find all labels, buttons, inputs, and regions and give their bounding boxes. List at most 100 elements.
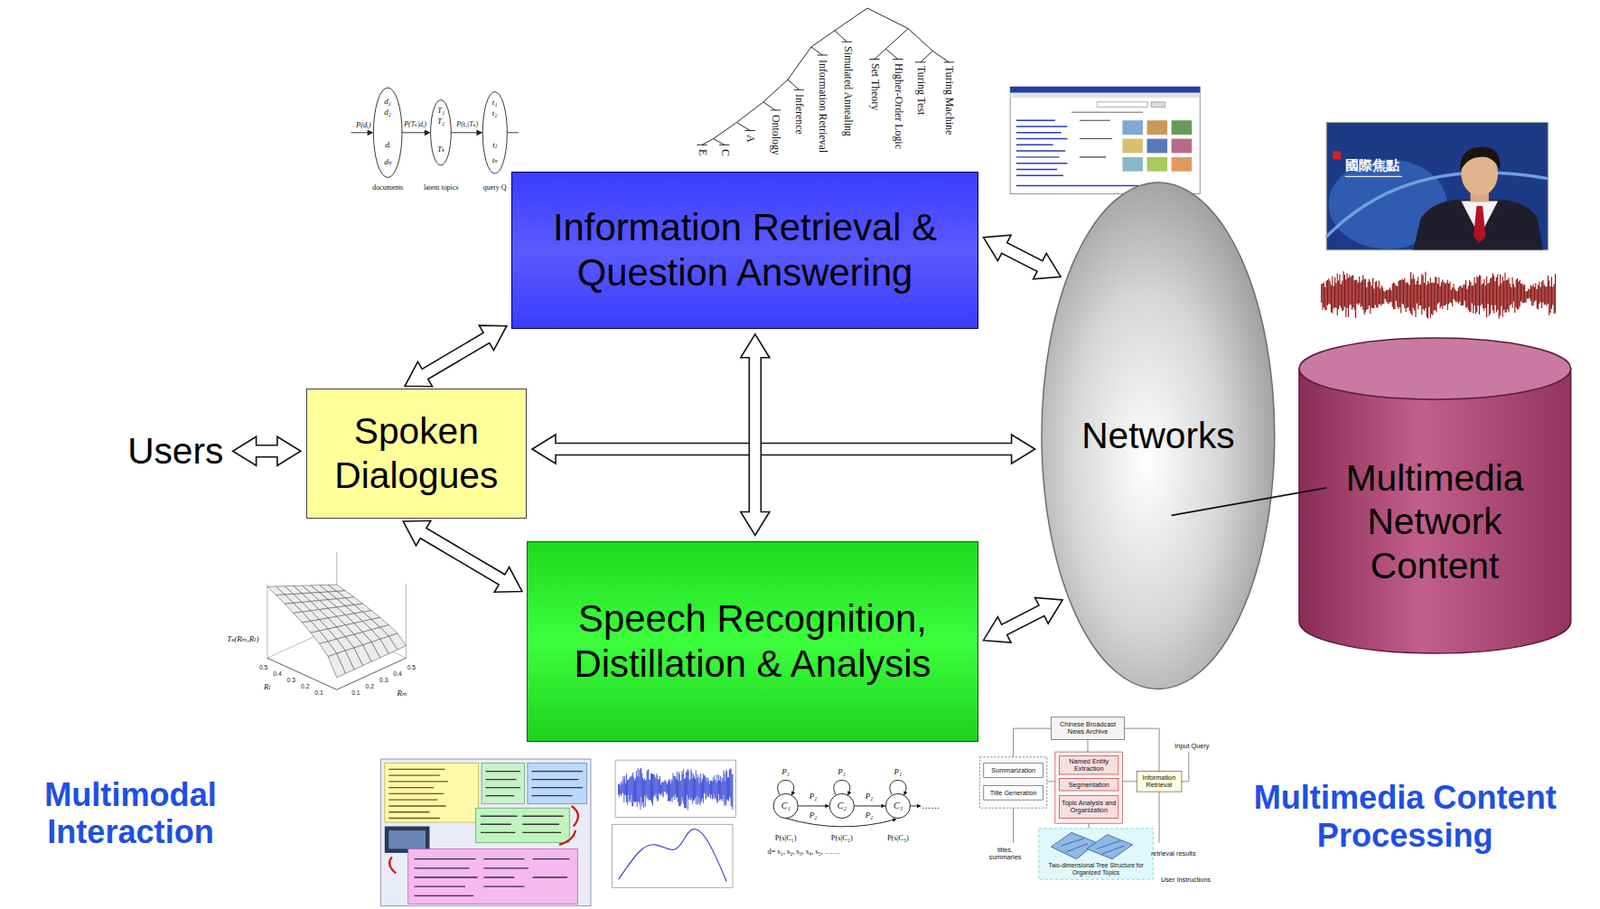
markov-label: d= s₁, s₂, s₃, s₄, s₅, …… [767,847,840,857]
search-screenshot [1010,93,1200,99]
markov-chain [833,779,851,795]
markov-label: P₂ [865,791,874,801]
surface-cell [267,586,285,596]
double-arrow [740,334,770,536]
processing-flowchart [1058,756,1119,775]
database-cylinder: Multimedia Network Content [1298,336,1572,654]
search-screenshot [1010,86,1200,195]
markov-chain [885,793,910,818]
axis-label: 0.2 [300,683,309,691]
processing-flowchart [1061,838,1125,854]
double-arrow [402,520,523,592]
axis-label: 0.3 [379,676,388,684]
model-symbol: latent topics [423,183,459,192]
processing-flowchart [983,785,1044,800]
search-screenshot [1122,120,1143,135]
markov-chain [773,779,921,826]
speech-waveform [1321,271,1556,319]
plot-frame [267,552,407,658]
model-symbol: dᵢ [384,140,391,150]
leader-line [1171,487,1328,516]
channel-logo-text: 國際焦點 [1345,158,1400,174]
processing-flowchart [1058,795,1119,819]
browser-screenshot [384,763,479,823]
markov-label: P₁ [837,767,846,777]
node-text: Information Retrieval & Question Answeri… [523,205,967,296]
waveform-trace [617,767,733,811]
actor-label: Users [123,425,227,478]
markov-label: P(s|C₁) [775,833,797,843]
processing-flowchart [1038,828,1154,880]
search-screenshot [1010,86,1200,94]
model-symbol: t₁ [492,97,498,107]
double-arrow [532,434,1036,464]
news-broadcast-frame [1326,121,1548,250]
node-text: Speech Recognition, Distillation & Analy… [538,596,967,687]
latent-topic-model [373,87,403,178]
search-screenshot [1171,120,1193,135]
surface-cell [293,611,311,623]
model-symbol: T₁ [437,105,445,115]
axis-label: 0.1 [314,689,323,697]
tree-node-label: Inference [793,93,806,135]
markov-chain [773,793,798,818]
processing-flowchart [979,757,1048,808]
browser-screenshot [408,848,578,904]
markov-label: P(s|C₃) [887,833,909,843]
browser-screenshot [480,815,563,833]
browser-screenshot [380,758,591,907]
node-text: Spoken Dialogues [318,409,515,498]
search-screenshot [1147,120,1169,135]
tree-node-label: Turing Test [914,65,927,115]
news-broadcast-frame [1473,205,1487,244]
speech-waveform [1321,271,1556,319]
network-ellipse: Networks [1040,181,1276,690]
latent-topic-model [351,87,519,178]
tree-node-label: Information Retrieval [816,59,830,153]
waveform-thumbnail [615,759,736,817]
axis-label: Tₛ(Rₘ,Rₗ) [226,634,259,644]
double-arrow [233,436,301,466]
news-broadcast-frame [1412,199,1543,250]
search-screenshot [1147,139,1169,154]
news-broadcast-frame [1332,150,1341,160]
browser-screenshot [481,763,524,805]
markov-chain [829,793,854,818]
browser-screenshot [475,807,570,843]
flowchart-label: Segmentation [1060,781,1118,789]
processing-flowchart [1055,751,1123,824]
cylinder-top [1299,337,1572,400]
axis-label: Rₗ [263,682,272,692]
tree-node-label: Ontology [769,114,783,156]
model-symbol: query Q [483,183,507,192]
node-text: Networks [1081,413,1236,459]
model-symbol: d₂ [383,107,392,117]
markov-label: C₃ [893,800,903,812]
node-text: Multimedia Network Content [1322,456,1548,590]
axis-label: 0.4 [392,670,402,678]
model-symbol: P(dᵢ) [355,121,371,131]
cylinder-body [1299,368,1572,654]
news-broadcast-frame [1326,121,1548,250]
flowchart-label: retrieval results [1150,850,1197,858]
axis-label: 0.5 [407,664,416,672]
news-broadcast-frame [1345,176,1403,178]
model-symbol: t₂ [492,108,498,118]
latent-topic-model [367,129,375,136]
double-arrow [983,234,1062,280]
flowchart-label: Title Generation [984,789,1042,797]
markov-label: P₂ [809,791,818,801]
search-screenshot [1150,102,1166,108]
processing-flowchart [1050,717,1124,740]
surface-cell [327,653,346,677]
search-screenshot [1122,157,1143,172]
waveform-thumbnail [612,759,737,888]
process-box: Spoken Dialogues [306,388,526,518]
axis-label: 0.2 [365,683,375,691]
markov-chain [797,804,829,806]
processing-flowchart [1050,832,1097,859]
flowchart-label: User Instructions [1160,876,1211,884]
markov-label: P₂ [809,810,818,820]
search-screenshot [1171,139,1193,154]
